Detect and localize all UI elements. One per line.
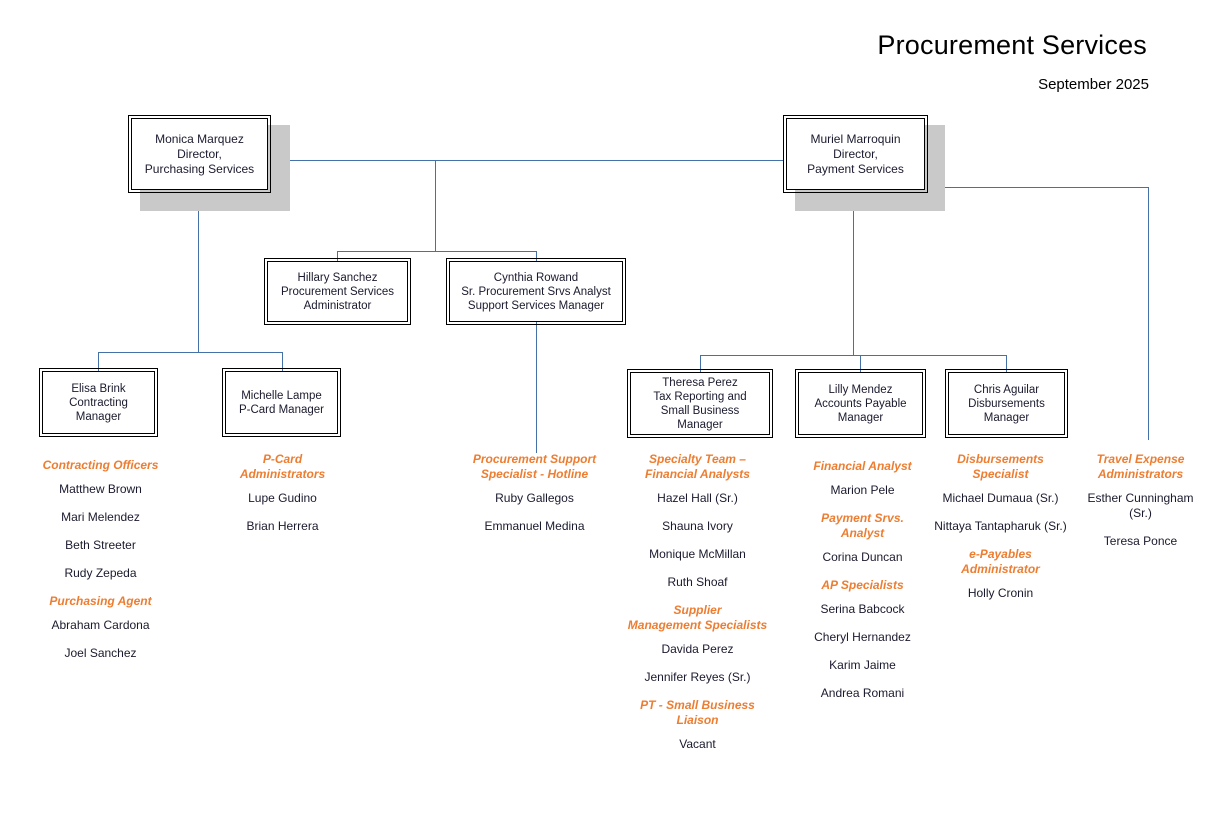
staff-member: Marion Pele: [830, 483, 895, 497]
staff-member: Karim Jaime: [829, 658, 896, 672]
staff-member: Davida Perez: [661, 642, 734, 656]
staff-member: Ruby Gallegos: [495, 491, 574, 505]
connector-travel-drop: [1148, 187, 1149, 440]
connector-theresa-stub: [700, 355, 701, 372]
staff-group-heading: e-Payables Administrator: [961, 547, 1040, 576]
staff-member: Andrea Romani: [820, 686, 905, 700]
staff-member: Lupe Gudino: [248, 491, 317, 505]
connector-cynthia-drop: [536, 322, 537, 453]
staff-member: Nittaya Tantapharuk (Sr.): [934, 519, 1067, 533]
node-elisa-brink-label: Elisa Brink Contracting Manager: [69, 382, 128, 423]
staff-group-heading: AP Specialists: [821, 578, 904, 592]
connector-elisa-stub: [98, 352, 99, 371]
staff-member: Vacant: [679, 737, 716, 751]
staff-member: Brian Herrera: [246, 519, 319, 533]
connector-muriel-drop: [853, 190, 854, 355]
staff-member: Teresa Ponce: [1103, 534, 1178, 548]
staff-group-heading: Financial Analyst: [813, 459, 912, 473]
staff-group-heading: Specialty Team – Financial Analysts: [645, 452, 750, 481]
staff-member: Jennifer Reyes (Sr.): [644, 670, 751, 684]
node-chris-aguilar-label: Chris Aguilar Disbursements Manager: [968, 383, 1045, 424]
connector-travel-horizontal: [925, 187, 1149, 188]
connector-hillary-stub: [337, 251, 338, 261]
connector-mid-tier-drop: [435, 160, 436, 251]
staff-member: Ruth Shoaf: [667, 575, 728, 589]
node-muriel-marroquin[interactable]: Muriel Marroquin Director, Payment Servi…: [783, 115, 928, 193]
staff-member: Joel Sanchez: [64, 646, 137, 660]
node-hillary-sanchez[interactable]: Hillary Sanchez Procurement Services Adm…: [264, 258, 411, 325]
node-hillary-sanchez-label: Hillary Sanchez Procurement Services Adm…: [280, 271, 395, 312]
connector-directors-horizontal: [268, 160, 784, 161]
staff-group-heading: Purchasing Agent: [49, 594, 152, 608]
node-theresa-perez[interactable]: Theresa Perez Tax Reporting and Small Bu…: [627, 369, 773, 438]
staff-group-heading: Travel Expense Administrators: [1096, 452, 1185, 481]
staff-group-heading: P-Card Administrators: [239, 452, 326, 481]
connector-michelle-stub: [282, 352, 283, 371]
node-michelle-lampe-label: Michelle Lampe P-Card Manager: [238, 389, 324, 416]
staff-group: Procurement Support Specialist - Hotline…: [452, 452, 617, 534]
node-monica-marquez[interactable]: Monica Marquez Director, Purchasing Serv…: [128, 115, 271, 193]
staff-group-heading: Supplier Management Specialists: [627, 603, 768, 632]
staff-member: Serina Babcock: [820, 602, 905, 616]
staff-member: Hazel Hall (Sr.): [657, 491, 738, 505]
connector-purchasing-bar: [98, 352, 282, 353]
node-michelle-lampe[interactable]: Michelle Lampe P-Card Manager: [222, 368, 341, 437]
node-lilly-mendez[interactable]: Lilly Mendez Accounts Payable Manager: [795, 369, 926, 438]
staff-group-heading: Payment Srvs. Analyst: [821, 511, 904, 540]
staff-member: Abraham Cardona: [51, 618, 150, 632]
page-title: Procurement Services: [877, 30, 1147, 60]
column-procurement-support: Procurement Support Specialist - Hotline…: [452, 452, 617, 547]
node-chris-aguilar[interactable]: Chris Aguilar Disbursements Manager: [945, 369, 1068, 438]
chart-date: September 2025: [1038, 76, 1149, 93]
staff-member: Michael Dumaua (Sr.): [942, 491, 1059, 505]
staff-member: Mari Melendez: [61, 510, 140, 524]
node-cynthia-rowand-label: Cynthia Rowand Sr. Procurement Srvs Anal…: [461, 271, 611, 312]
staff-member: Cheryl Hernandez: [814, 630, 911, 644]
node-theresa-perez-label: Theresa Perez Tax Reporting and Small Bu…: [653, 376, 747, 431]
staff-group-heading: Procurement Support Specialist - Hotline: [472, 452, 597, 481]
connector-monica-drop: [198, 190, 199, 353]
staff-member: Corina Duncan: [822, 550, 903, 564]
staff-member: Monique McMillan: [649, 547, 746, 561]
staff-member: Rudy Zepeda: [64, 566, 137, 580]
staff-member: Shauna Ivory: [662, 519, 733, 533]
node-cynthia-rowand[interactable]: Cynthia Rowand Sr. Procurement Srvs Anal…: [446, 258, 626, 325]
staff-member: Holly Cronin: [967, 586, 1034, 600]
connector-mid-tier-bar: [337, 251, 536, 252]
node-elisa-brink[interactable]: Elisa Brink Contracting Manager: [39, 368, 158, 437]
staff-member: Beth Streeter: [65, 538, 136, 552]
staff-member: Matthew Brown: [59, 482, 142, 496]
staff-group-heading: Contracting Officers: [42, 458, 159, 472]
staff-member: Esther Cunningham (Sr.): [1087, 491, 1194, 520]
node-lilly-mendez-label: Lilly Mendez Accounts Payable Manager: [814, 383, 907, 424]
staff-group-heading: Disbursements Specialist: [957, 452, 1044, 481]
connector-payment-bar: [700, 355, 1007, 356]
connector-chris-stub: [1006, 355, 1007, 372]
staff-member: Emmanuel Medina: [484, 519, 585, 533]
staff-group-heading: PT - Small Business Liaison: [640, 698, 755, 727]
node-monica-marquez-label: Monica Marquez Director, Purchasing Serv…: [144, 131, 255, 176]
connector-lilly-stub: [860, 355, 861, 372]
connector-cynthia-stub: [536, 251, 537, 261]
node-muriel-marroquin-label: Muriel Marroquin Director, Payment Servi…: [807, 131, 904, 176]
